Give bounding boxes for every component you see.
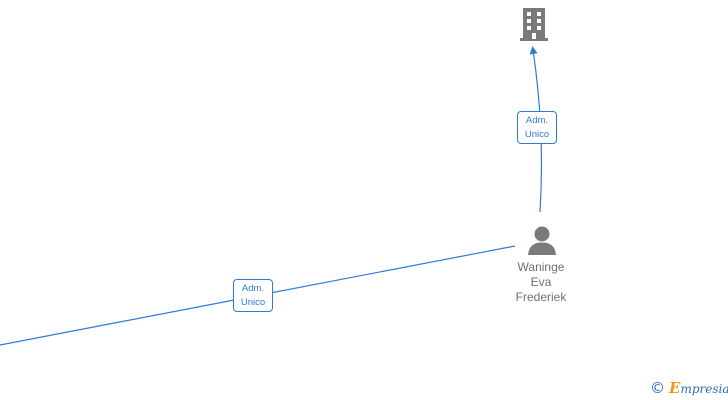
copyright-icon: © (650, 379, 665, 397)
brand-initial: E (669, 378, 681, 397)
person-icon (528, 226, 556, 255)
person-name-line2: Eva (530, 275, 552, 289)
person-node[interactable] (526, 224, 558, 256)
person-name-line1: Waninge (517, 260, 565, 274)
role-label-offscreen-person[interactable]: Adm. Unico (233, 279, 273, 312)
company-node[interactable] (518, 6, 550, 42)
brand-logo: Empresia (669, 378, 728, 399)
role-label-line2: Unico (524, 129, 550, 140)
role-label-person-company[interactable]: Adm. Unico (517, 111, 557, 144)
person-name-line3: Frederiek (515, 290, 567, 304)
role-label-line1: Adm. (525, 115, 549, 126)
building-icon (520, 8, 548, 41)
role-label-line1: Adm. (241, 283, 265, 294)
person-name[interactable]: Waninge Eva Frederiek (500, 260, 582, 305)
role-label-line2: Unico (240, 297, 266, 308)
brand-rest: mpresia (680, 381, 728, 396)
brand-watermark: © Empresia (650, 378, 728, 398)
